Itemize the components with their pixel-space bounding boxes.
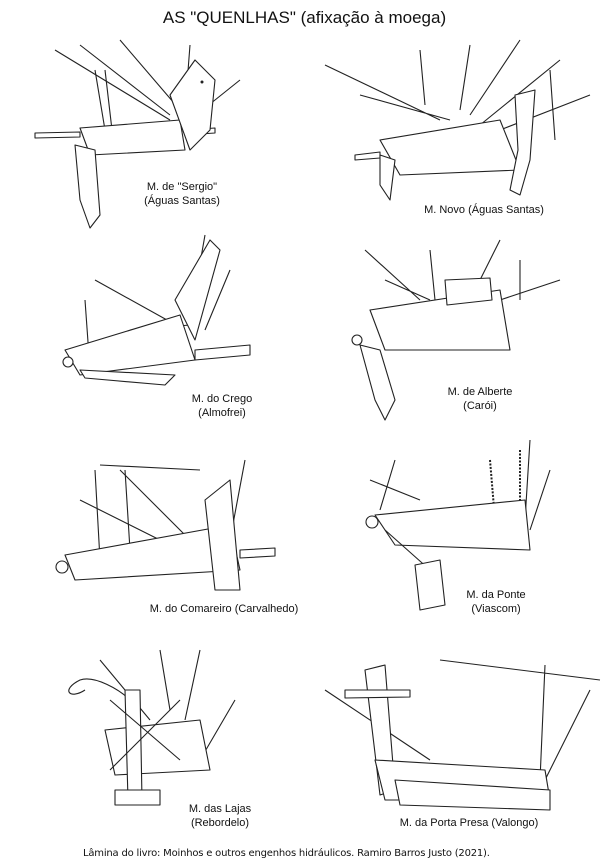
- illustration-crego: [62, 234, 251, 386]
- footer-credit: Lâmina do livro: Moinhos e outros engenh…: [83, 848, 490, 859]
- caption-comareiro: M. do Comareiro (Carvalhedo): [150, 602, 299, 616]
- illustration-sergio: [34, 39, 241, 229]
- caption-line: M. do Crego: [191, 393, 253, 405]
- caption-line: (Viascom): [471, 603, 521, 615]
- caption-line: (Rebordelo): [190, 817, 250, 829]
- page-title: AS "QUENLHAS" (afixação à moega): [162, 8, 447, 27]
- illustration-lajas: [68, 649, 236, 806]
- caption-ponte: M. da Ponte (Viascom): [466, 588, 525, 616]
- caption-line: M. do Comareiro (Carvalhedo): [149, 603, 299, 615]
- caption-lajas: M. das Lajas (Rebordelo): [189, 802, 251, 830]
- caption-line: M. da Ponte: [466, 589, 526, 601]
- caption-line: (Carói): [463, 400, 497, 412]
- caption-crego: M. do Crego (Almofrei): [192, 392, 253, 420]
- illustration-alberte: [351, 239, 561, 421]
- caption-line: M. de Alberte: [447, 386, 513, 398]
- caption-line: (Águas Santas): [144, 195, 220, 207]
- illustration-comareiro: [55, 459, 276, 591]
- illustration-porta-presa: [324, 659, 601, 811]
- caption-novo: M. Novo (Águas Santas): [424, 203, 544, 217]
- illustration-novo: [324, 39, 591, 201]
- caption-line: (Almofrei): [198, 407, 246, 419]
- caption-sergio: M. de "Sergio" (Águas Santas): [144, 180, 220, 208]
- caption-line: M. Novo (Águas Santas): [424, 204, 544, 216]
- caption-line: M. das Lajas: [188, 803, 252, 815]
- caption-line: M. de "Sergio": [146, 181, 218, 193]
- caption-alberte: M. de Alberte (Carói): [448, 385, 513, 413]
- caption-porta-presa: M. da Porta Presa (Valongo): [400, 816, 539, 830]
- illustration-ponte: [365, 439, 551, 611]
- caption-line: M. da Porta Presa (Valongo): [399, 817, 539, 829]
